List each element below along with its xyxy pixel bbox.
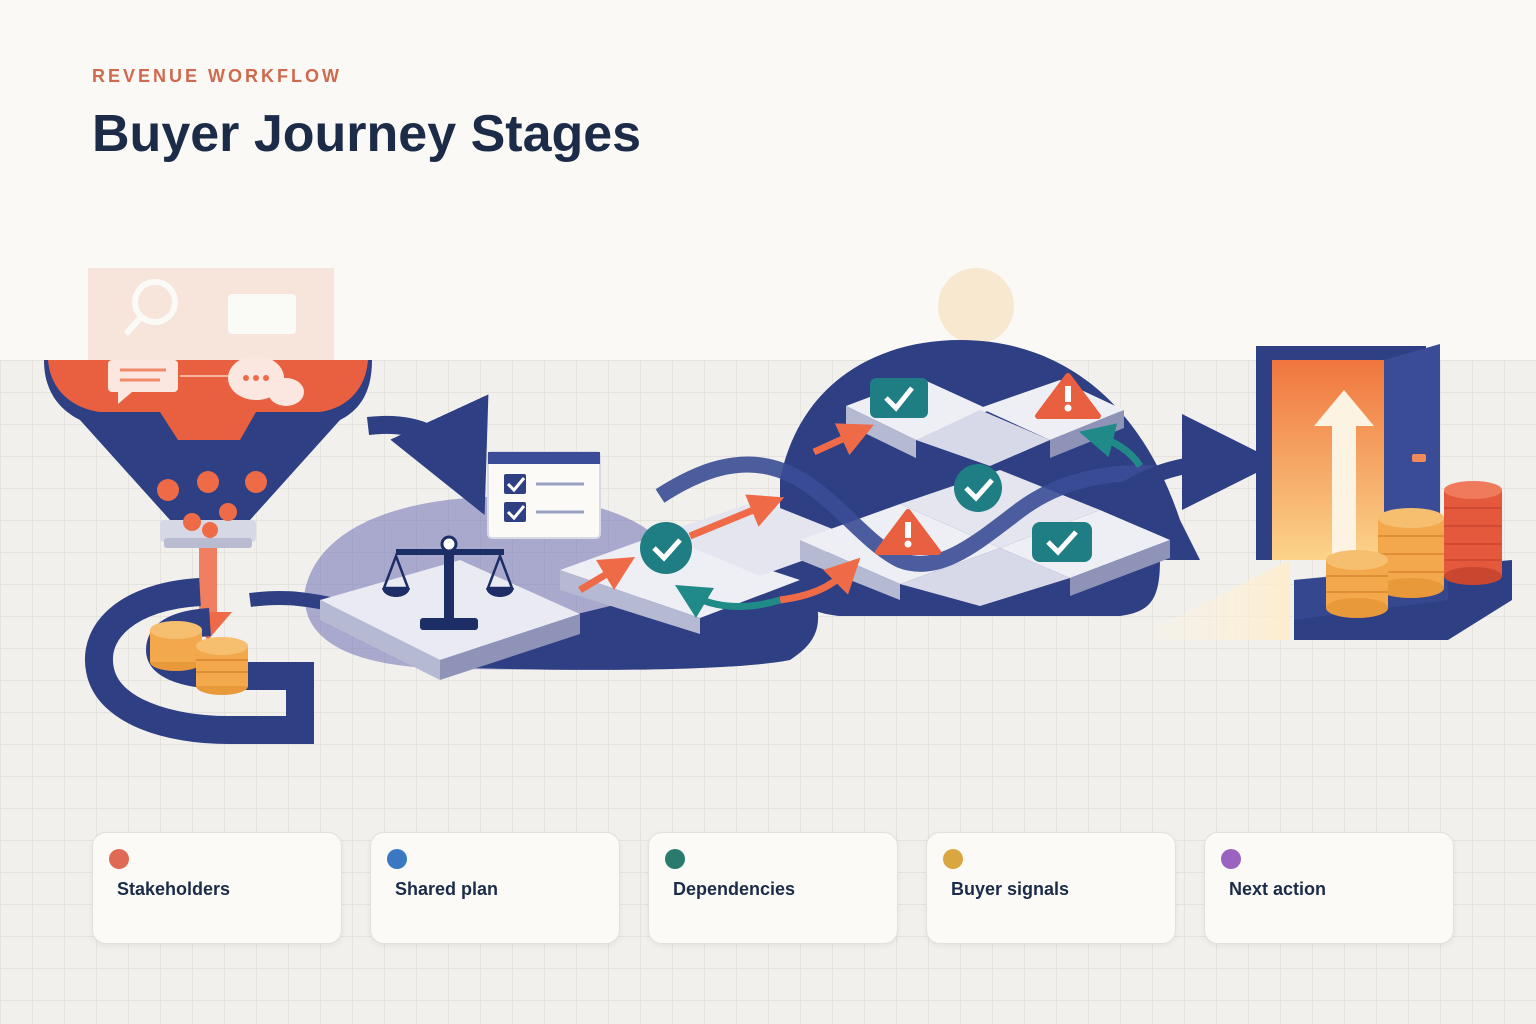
coin-stack-icon: [1444, 481, 1502, 585]
coin-stack-icon: [150, 621, 248, 695]
warning-badge-icon: [875, 509, 941, 555]
stage-label: Dependencies: [673, 879, 796, 899]
faded-top-icons: [88, 268, 334, 360]
coin-stack-icon: [1378, 508, 1444, 598]
stage-card-buyer-signals[interactable]: Buyer signals: [926, 832, 1176, 944]
section-eyebrow: REVENUE WORKFLOW: [92, 66, 342, 86]
chat-bubble-icon: [108, 356, 304, 406]
stage-label: Stakeholders: [117, 879, 231, 899]
teal-arrow-1: [674, 585, 782, 619]
orange-arrow-2: [688, 494, 785, 540]
stage-label: Next action: [1229, 879, 1327, 899]
orange-arrow-3: [812, 423, 874, 456]
check-badge-icon: [1032, 522, 1092, 562]
funnel-icon: [44, 360, 372, 548]
stage-dot: [665, 849, 685, 869]
funnel-down-arrow-shaft: [199, 548, 217, 618]
orange-arrow-1: [578, 556, 636, 594]
stage-card-stakeholders[interactable]: Stakeholders: [92, 832, 342, 944]
funnel-to-plan-arrow: [366, 394, 489, 516]
stage-label: Buyer signals: [951, 879, 1070, 899]
ribbon-to-exit-arrow: [1105, 414, 1278, 511]
page-title: Buyer Journey Stages: [92, 105, 642, 163]
header-band: [0, 0, 1536, 360]
orange-arrow-4: [779, 557, 861, 604]
stage-dot: [109, 849, 129, 869]
balance-scale-icon: [382, 535, 514, 630]
winding-ribbon: [655, 456, 1161, 572]
coin-stack-icon: [1326, 550, 1388, 618]
stage-dot: [1221, 849, 1241, 869]
loop-to-stage2: [249, 590, 332, 611]
check-badge-icon: [870, 378, 928, 418]
stage-label: Shared plan: [395, 879, 499, 899]
stage-card-next-action[interactable]: Next action: [1204, 832, 1454, 944]
up-arrow-icon: [1314, 390, 1374, 560]
lightbulb-icon: [938, 268, 1014, 344]
stage-dot: [387, 849, 407, 869]
stage-legend: Stakeholders Shared plan Dependencies Bu…: [92, 832, 1454, 944]
check-badge-icon: [954, 464, 1002, 512]
journey-illustration: [44, 268, 1512, 744]
checklist-icon: [487, 451, 601, 539]
stage-dot: [943, 849, 963, 869]
warning-badge-icon: [1035, 373, 1101, 419]
teal-arrow-2: [1079, 423, 1143, 468]
stage-card-shared-plan[interactable]: Shared plan: [370, 832, 620, 944]
check-badge-icon: [640, 522, 692, 574]
stage-card-dependencies[interactable]: Dependencies: [648, 832, 898, 944]
